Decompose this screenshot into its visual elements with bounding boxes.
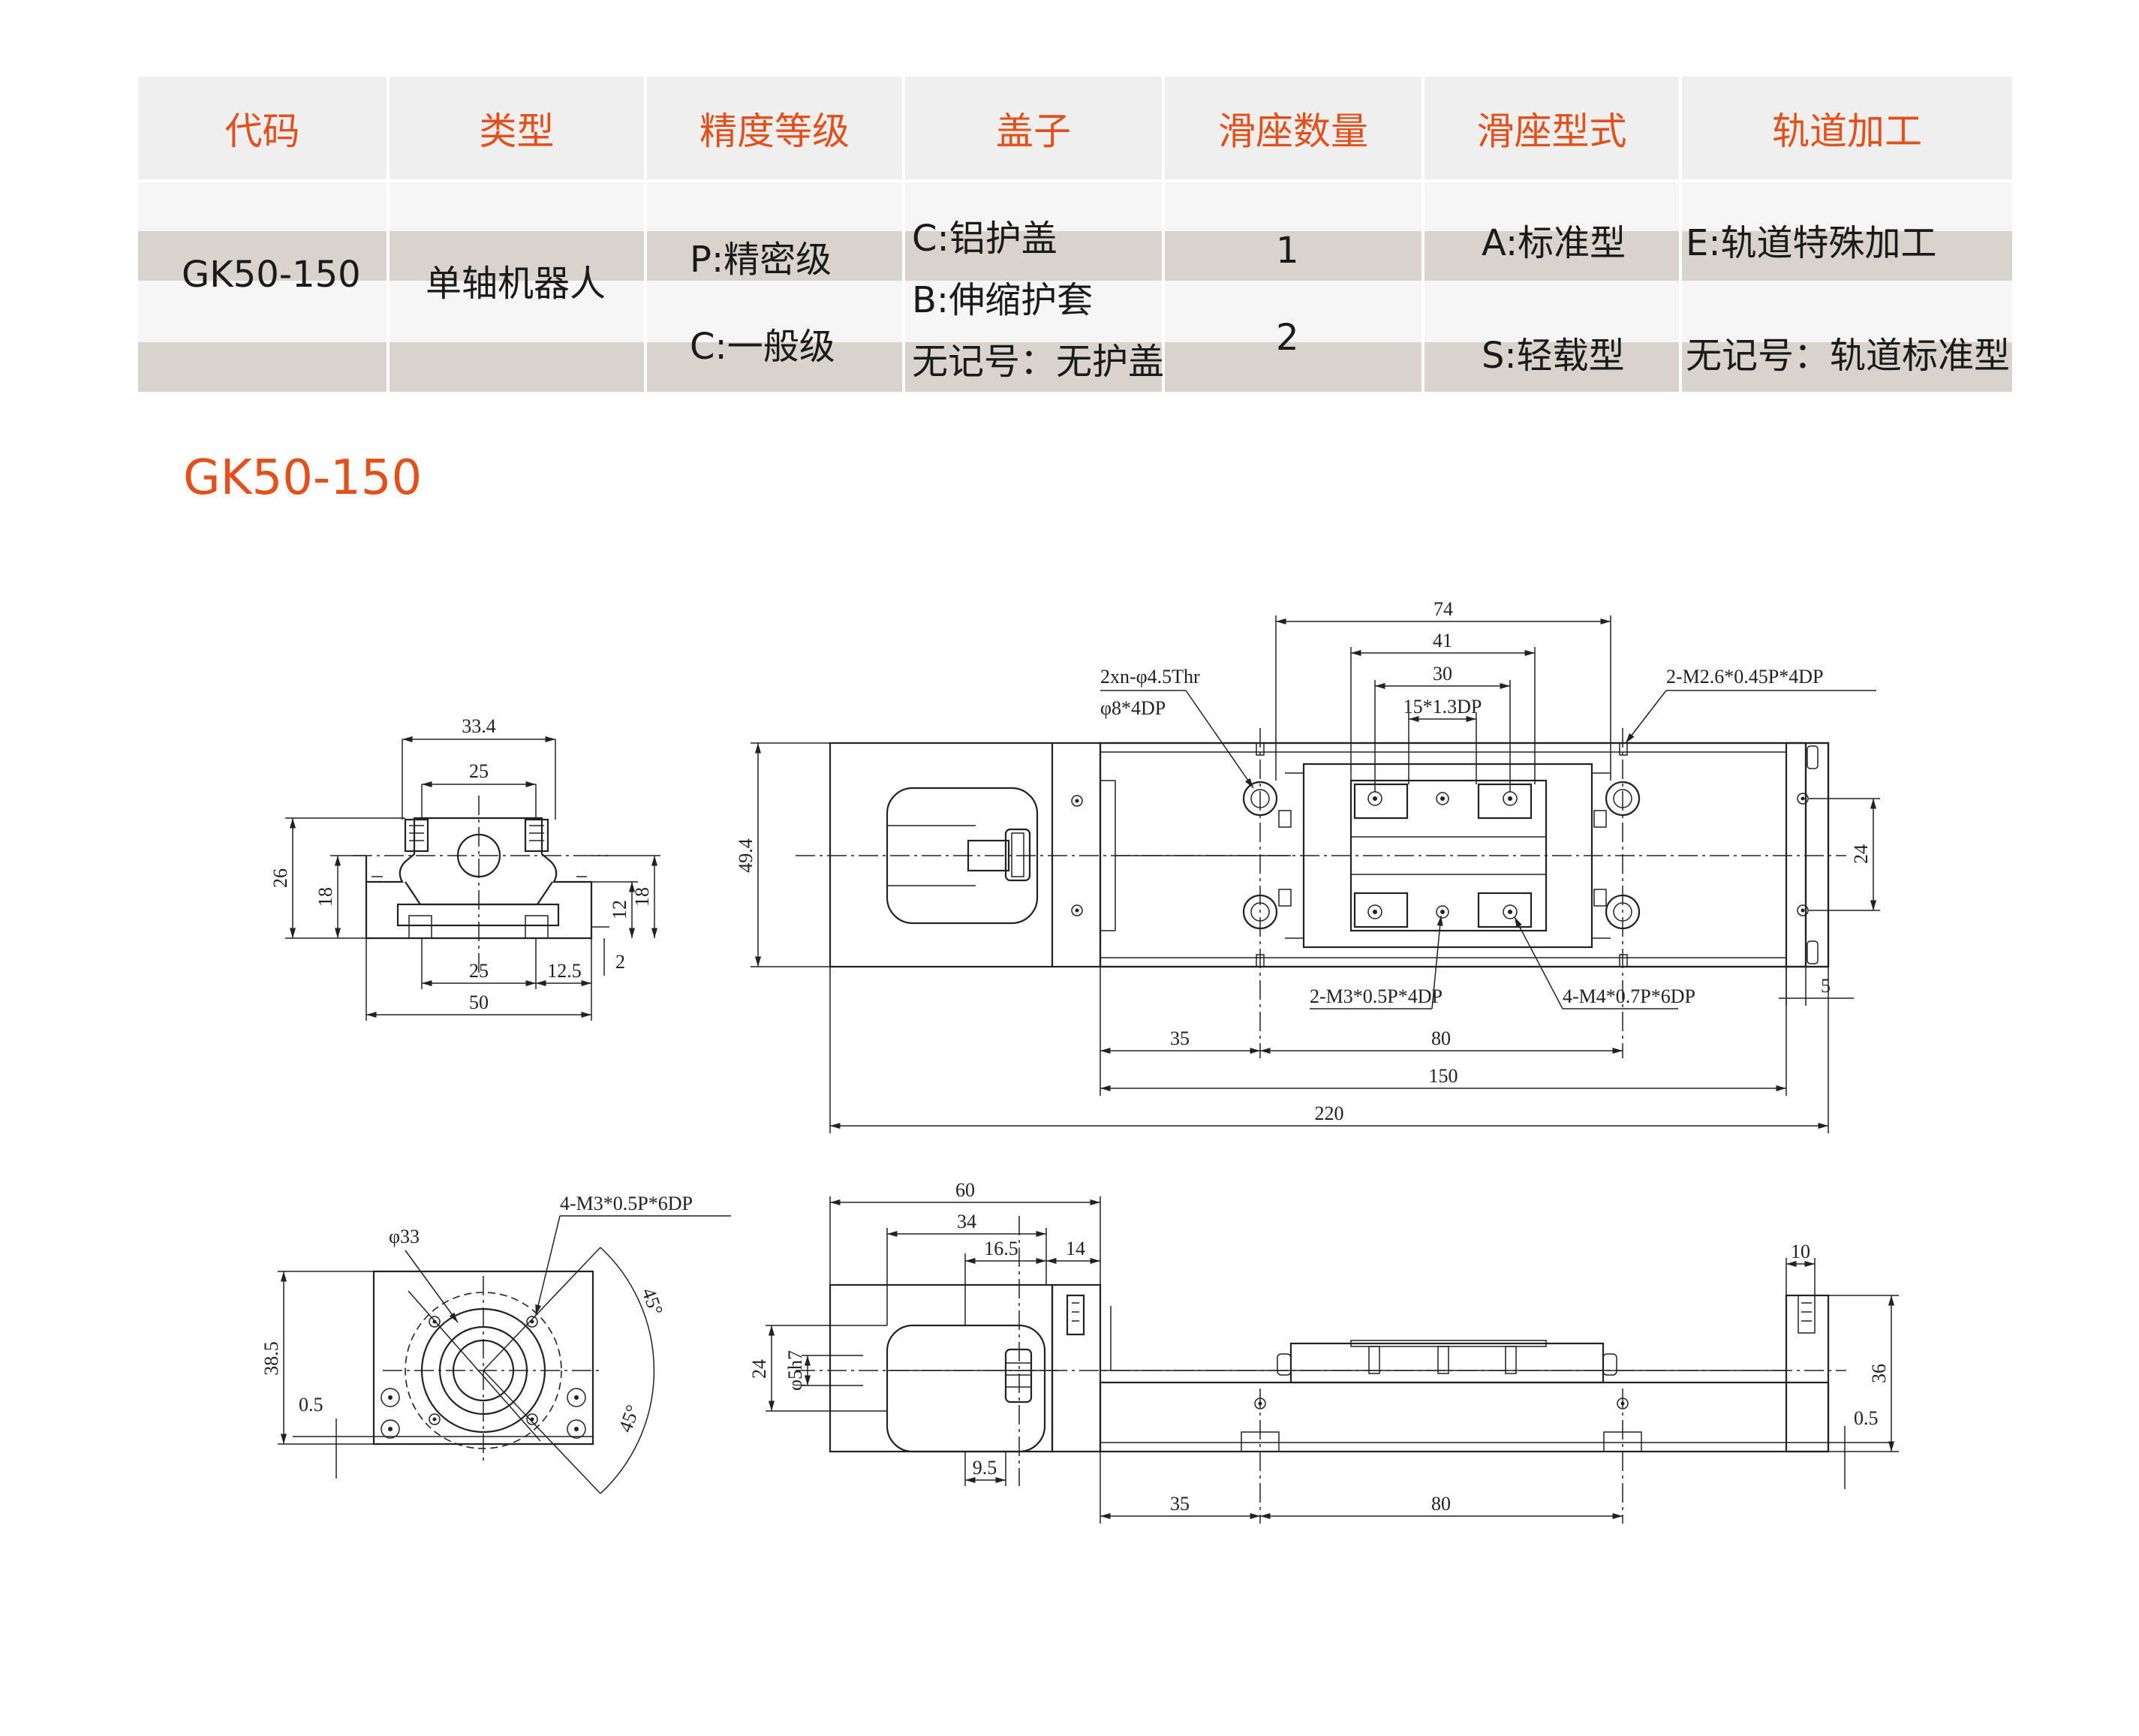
dim-label: 35 — [1170, 1027, 1190, 1049]
dim-label: 10 — [1791, 1241, 1810, 1262]
table-band — [138, 182, 2012, 231]
callout-tap-m3: 2-M3*0.5P*4DP — [1310, 985, 1443, 1007]
spec-table: 代码 类型 精度等级 盖子 滑座数量 滑座型式 轨道加工 GK50-150 单轴… — [138, 77, 2012, 392]
dim-label: φ5h7 — [784, 1350, 806, 1391]
column-separator — [1679, 77, 1682, 392]
dim-label: 0.5 — [299, 1394, 323, 1416]
angle-label: 45° — [637, 1285, 667, 1318]
cell-cover-c: C:铝护盖 — [912, 218, 1057, 260]
column-separator — [387, 77, 390, 392]
cell-type: 单轴机器人 — [426, 263, 606, 305]
dim-label: 18 — [631, 887, 653, 907]
dim-label: 150 — [1429, 1065, 1458, 1087]
top-view: 74 41 30 15*1.3DP 49.4 24 5 35 80 — [735, 598, 1880, 1133]
row-separator — [138, 179, 2012, 182]
dim-label: 33.4 — [462, 715, 496, 737]
dim-label: 24 — [1850, 844, 1872, 864]
callout-flange-tap: 4-M3*0.5P*6DP — [560, 1193, 693, 1214]
cell-rail-e: E:轨道特殊加工 — [1686, 222, 1937, 264]
column-separator — [644, 77, 647, 392]
cell-slider-type-s: S:轻载型 — [1482, 335, 1625, 377]
section-title: GK50-150 — [183, 450, 423, 506]
dim-label: 14 — [1066, 1238, 1085, 1259]
dim-label: 26 — [269, 868, 291, 888]
dim-label: 41 — [1433, 630, 1452, 651]
dim-label: 34 — [957, 1211, 976, 1232]
dim-label: 15*1.3DP — [1403, 696, 1482, 718]
dim-label: 35 — [1170, 1493, 1190, 1515]
column-separator — [1421, 77, 1424, 392]
dim-label: 60 — [955, 1179, 975, 1201]
header-cover: 盖子 — [996, 109, 1071, 153]
cell-precision-p: P:精密级 — [690, 239, 832, 281]
cell-precision-c: C:一般级 — [690, 326, 835, 368]
cell-rail-standard: 无记号：轨道标准型 — [1686, 335, 2011, 377]
dim-label: 220 — [1315, 1103, 1344, 1124]
dim-label: 5 — [1821, 975, 1831, 997]
cell-cover-b: B:伸缩护套 — [912, 279, 1094, 321]
dim-label: 12.5 — [547, 960, 582, 982]
header-precision: 精度等级 — [699, 109, 850, 153]
callout-tap-m2-6: 2-M2.6*0.45P*4DP — [1666, 666, 1823, 687]
cell-slider-type-a: A:标准型 — [1482, 222, 1626, 264]
cell-code: GK50-150 — [182, 254, 361, 296]
column-separator — [902, 77, 905, 392]
dim-label: 80 — [1431, 1493, 1451, 1515]
dim-label: 0.5 — [1854, 1407, 1879, 1429]
table-band — [138, 281, 2012, 342]
dim-label: 50 — [469, 991, 489, 1013]
header-code: 代码 — [224, 109, 300, 153]
side-view: 60 34 16.5 14 24 φ5h7 9.5 10 36 — [748, 1179, 1899, 1524]
dim-label: 16.5 — [984, 1238, 1018, 1259]
table-band — [138, 342, 2012, 392]
header-slider-type: 滑座型式 — [1476, 109, 1627, 153]
dim-label: 36 — [1868, 1364, 1890, 1383]
dim-label: 12 — [609, 900, 630, 919]
header-slider-count: 滑座数量 — [1218, 109, 1368, 153]
end-view: 33.4 25 26 18 12 18 2 25 12.5 50 — [269, 715, 660, 1021]
dim-label: 38.5 — [260, 1341, 282, 1376]
dim-label: 24 — [748, 1359, 770, 1379]
cell-slider-count-2: 2 — [1276, 317, 1299, 359]
flange-view: 45° 45° 4-M3*0.5P*6DP φ33 38.5 0.5 — [260, 1193, 731, 1494]
table-header-row — [138, 77, 2012, 179]
dim-label: 2 — [615, 951, 625, 973]
dim-label: 9.5 — [973, 1457, 997, 1479]
dim-label: 30 — [1433, 663, 1452, 684]
dim-label: 18 — [314, 887, 336, 907]
table-band — [138, 231, 2012, 281]
dim-label: φ33 — [389, 1226, 420, 1247]
column-separator — [1162, 77, 1165, 392]
callout-hole-cb: φ8*4DP — [1100, 697, 1166, 719]
dim-label: 80 — [1431, 1027, 1451, 1049]
header-rail: 轨道加工 — [1772, 109, 1922, 153]
dim-label: 25 — [469, 760, 489, 782]
dim-label: 25 — [469, 960, 489, 982]
cell-cover-none: 无记号：无护盖 — [912, 341, 1165, 383]
callout-tap-m4: 4-M4*0.7P*6DP — [1563, 985, 1695, 1007]
header-type: 类型 — [479, 109, 555, 153]
angle-label: 45° — [614, 1402, 644, 1435]
callout-hole-thr: 2xn-φ4.5Thr — [1100, 666, 1200, 687]
cell-slider-count-1: 1 — [1276, 230, 1299, 272]
dim-label: 74 — [1434, 598, 1453, 620]
dim-label: 49.4 — [735, 838, 757, 873]
